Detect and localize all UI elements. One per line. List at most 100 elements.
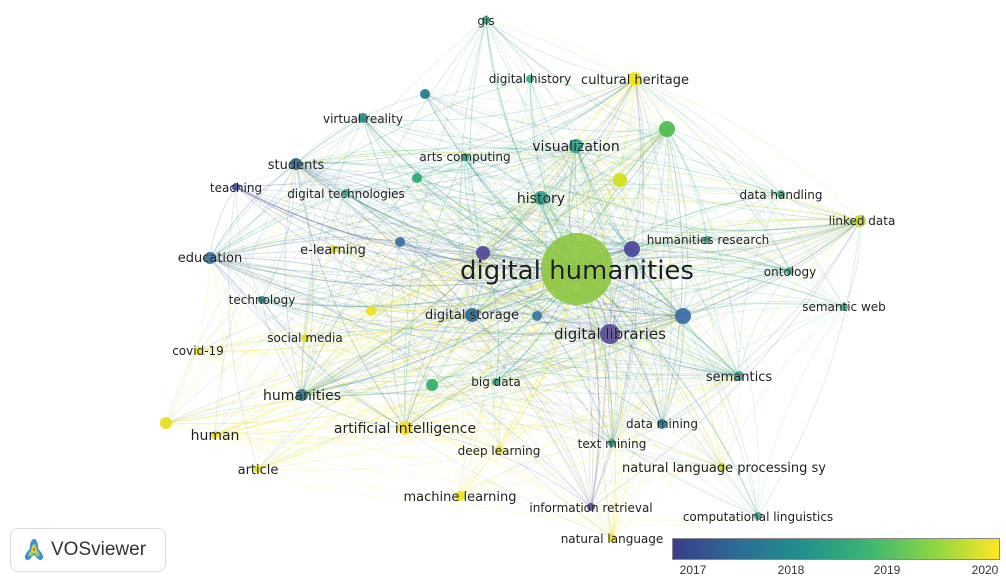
- node-covid-19[interactable]: [194, 347, 202, 355]
- node-unlabeled-2[interactable]: [613, 173, 627, 187]
- node-linked-data[interactable]: [854, 215, 866, 227]
- label-education[interactable]: education: [177, 251, 243, 267]
- label-natural-language-processing-sy[interactable]: natural language processing sy: [622, 461, 827, 477]
- link-unlabeled-8-visualization: [536, 145, 577, 317]
- node-history[interactable]: [534, 191, 548, 205]
- node-big-data[interactable]: [492, 378, 500, 386]
- node-data-mining[interactable]: [657, 419, 667, 429]
- node-deep-learning[interactable]: [495, 446, 503, 454]
- label-digital-libraries[interactable]: digital libraries: [554, 325, 667, 344]
- node-digital-libraries[interactable]: [600, 324, 620, 344]
- label-article[interactable]: article: [237, 463, 279, 479]
- node-unlabeled-7[interactable]: [675, 308, 691, 324]
- node-natural-language[interactable]: [608, 534, 616, 542]
- node-digital-humanities[interactable]: [541, 233, 613, 305]
- label-semantics[interactable]: semantics: [706, 370, 773, 386]
- label-deep-learning[interactable]: deep learning: [457, 444, 541, 459]
- label-humanities-research[interactable]: humanities research: [646, 233, 770, 248]
- link-digital-libraries-social-media: [304, 317, 611, 339]
- node-unlabeled-11[interactable]: [160, 417, 172, 429]
- node-unlabeled-1[interactable]: [659, 121, 675, 137]
- label-visualization[interactable]: visualization: [532, 139, 620, 156]
- label-computational-linguistics[interactable]: computational linguistics: [683, 510, 834, 525]
- label-students[interactable]: students: [267, 158, 325, 174]
- label-gis[interactable]: gis: [477, 14, 495, 29]
- node-unlabeled-4[interactable]: [412, 173, 422, 183]
- link-digital-technologies-cultural-heritage: [345, 78, 636, 194]
- node-cultural-heritage[interactable]: [628, 72, 642, 86]
- label-human[interactable]: human: [190, 428, 240, 445]
- node-digital-storage[interactable]: [465, 308, 479, 322]
- link-linked-data-semantics: [738, 220, 861, 377]
- node-virtual-reality[interactable]: [358, 113, 368, 123]
- label-data-handling[interactable]: data handling: [739, 188, 823, 203]
- node-teaching[interactable]: [232, 183, 240, 191]
- label-virtual-reality[interactable]: virtual reality: [323, 112, 404, 127]
- label-artificial-intelligence[interactable]: artificial intelligence: [334, 421, 477, 438]
- node-unlabeled-10[interactable]: [426, 379, 438, 391]
- node-education[interactable]: [204, 252, 216, 264]
- label-cultural-heritage[interactable]: cultural heritage: [581, 73, 690, 89]
- node-gis[interactable]: [482, 16, 490, 24]
- node-semantics[interactable]: [734, 371, 744, 381]
- link-human-unlabeled-6: [214, 241, 401, 436]
- link-unlabeled-11-digital-libraries: [165, 333, 611, 425]
- node-unlabeled-8[interactable]: [532, 311, 542, 321]
- node-ontology[interactable]: [786, 267, 794, 275]
- node-e-learning[interactable]: [329, 245, 337, 253]
- label-arts-computing[interactable]: arts computing: [419, 150, 511, 165]
- node-information-retrieval[interactable]: [587, 503, 595, 511]
- link-cultural-heritage-digital-libraries: [604, 78, 636, 335]
- node-human[interactable]: [211, 431, 219, 439]
- label-big-data[interactable]: big data: [471, 375, 521, 390]
- label-social-media[interactable]: social media: [267, 331, 343, 346]
- node-unlabeled-3[interactable]: [420, 89, 430, 99]
- node-humanities-research[interactable]: [624, 241, 640, 257]
- label-data-mining[interactable]: data mining: [626, 417, 699, 432]
- node-natural-language-processing-sy[interactable]: [718, 463, 726, 471]
- label-covid-19[interactable]: covid-19: [172, 344, 224, 359]
- vosviewer-badge[interactable]: VOSviewer: [10, 528, 166, 572]
- link-unlabeled-11-unlabeled-5: [165, 252, 484, 424]
- node-article[interactable]: [254, 465, 262, 473]
- label-digital-technologies[interactable]: digital technologies: [287, 187, 405, 202]
- node-digital-history[interactable]: [526, 75, 534, 83]
- node-social-media[interactable]: [301, 334, 309, 342]
- label-information-retrieval[interactable]: information retrieval: [529, 501, 653, 516]
- label-humanities[interactable]: humanities: [263, 388, 342, 405]
- node-machine-learning[interactable]: [455, 491, 465, 501]
- link-artificial-intelligence-students: [295, 163, 406, 429]
- label-linked-data[interactable]: linked data: [828, 214, 896, 229]
- label-teaching[interactable]: teaching: [210, 181, 263, 196]
- link-big-data-digital-libraries: [495, 333, 611, 383]
- label-technology[interactable]: technology: [228, 293, 296, 308]
- label-ontology[interactable]: ontology: [764, 265, 817, 280]
- label-digital-storage[interactable]: digital storage: [425, 308, 520, 324]
- label-semantic-web[interactable]: semantic web: [802, 300, 886, 315]
- node-students[interactable]: [290, 158, 302, 170]
- label-digital-history[interactable]: digital history: [489, 72, 572, 87]
- node-visualization[interactable]: [569, 139, 583, 153]
- label-e-learning[interactable]: e-learning: [300, 243, 366, 259]
- node-digital-technologies[interactable]: [342, 189, 350, 197]
- label-machine-learning[interactable]: machine learning: [403, 490, 517, 506]
- label-digital-humanities[interactable]: digital humanities: [460, 256, 695, 287]
- node-unlabeled-9[interactable]: [366, 306, 376, 316]
- node-semantic-web[interactable]: [840, 303, 848, 311]
- label-text-mining[interactable]: text mining: [577, 437, 647, 452]
- year-color-legend: 2017 2018 2019 2020: [668, 532, 1004, 576]
- node-arts-computing[interactable]: [461, 153, 469, 161]
- node-unlabeled-6[interactable]: [395, 237, 405, 247]
- node-unlabeled-5[interactable]: [476, 246, 490, 260]
- node-text-mining[interactable]: [608, 439, 616, 447]
- node-computational-linguistics[interactable]: [754, 512, 762, 520]
- node-humanities[interactable]: [296, 389, 308, 401]
- node-unlabeled-12[interactable]: [703, 236, 711, 244]
- node-artificial-intelligence[interactable]: [398, 421, 412, 435]
- label-history[interactable]: history: [517, 191, 566, 208]
- node-technology[interactable]: [258, 296, 266, 304]
- label-natural-language[interactable]: natural language: [560, 532, 664, 547]
- link-visualization-unlabeled-1: [575, 128, 668, 147]
- node-data-handling[interactable]: [777, 190, 785, 198]
